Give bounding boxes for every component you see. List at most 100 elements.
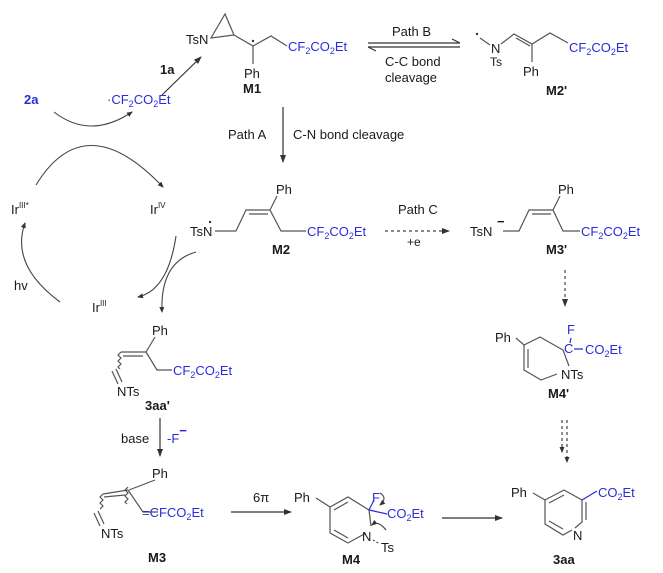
m2p-methyl-bond [479, 37, 491, 46]
m4-arrow-pushing-n [371, 519, 387, 531]
intermediate-m3: Ph NTs =CFCO2Et M3 [93, 466, 204, 565]
m3-ph: Ph [152, 466, 168, 481]
m3-nts: NTs [101, 526, 124, 541]
m4-double-bottom [333, 529, 349, 539]
3aap-cf2co2et: CF2CO2Et [173, 363, 233, 380]
path-b-equilibrium: Path B C-C bond cleavage [367, 24, 461, 85]
m2-ph-bond [269, 195, 278, 211]
m2p-ts: Ts [490, 55, 502, 69]
m4-substituent-bonds [368, 499, 388, 515]
reagent-1a: 1a [160, 62, 175, 77]
3aa-n: N [573, 528, 582, 543]
fluoride-loss: -F− [167, 423, 187, 446]
photocatalytic-cycle: 2a ·CF2CO2Et IrIII* IrIV IrIII hv [11, 92, 197, 315]
path-c-desc: +e [407, 235, 421, 249]
m4-ring-top [329, 496, 370, 511]
m4p-ring-bottom [523, 345, 558, 381]
m1-label: M1 [243, 81, 261, 96]
radical-dot [251, 39, 255, 43]
3aa-co2et: CO2Et [598, 485, 635, 502]
3aa-ring-top [532, 489, 583, 529]
m3p-chain [503, 209, 580, 232]
m2p-n: N [491, 41, 500, 56]
3aap-ph: Ph [152, 323, 168, 338]
m4-nts-bond [372, 539, 381, 545]
eq-arrow-forward [368, 38, 461, 44]
hv-label: hv [14, 278, 28, 293]
arrow-excited-to-iriv [35, 144, 164, 188]
3aap-nts: NTs [117, 384, 140, 399]
m2p-chain [500, 32, 569, 45]
m4p-ph: Ph [495, 330, 511, 345]
path-a-desc: C-N bond cleavage [293, 127, 404, 142]
arrow-2a-to-radical [53, 111, 133, 127]
m4-double-top [333, 501, 349, 511]
m4-c-n-bond [368, 509, 372, 527]
path-b-label: Path B [392, 24, 431, 39]
m4p-co2et: CO2Et [585, 342, 622, 359]
eq-arrow-back [367, 46, 460, 52]
ir-iv: IrIV [150, 201, 166, 217]
intermediate-m2-prime: N Ts Ph CF2CO2Et M2' [475, 32, 629, 98]
intermediate-m2: TsN Ph CF2CO2Et M2 [190, 182, 367, 257]
3aa-aromatic-bonds [548, 494, 587, 530]
m2-ph: Ph [276, 182, 292, 197]
cf2co2et-radical: ·CF2CO2Et [107, 92, 171, 109]
m4-ring-left [315, 497, 367, 544]
m4-ts: Ts [381, 540, 395, 555]
m3p-charge: − [497, 214, 505, 229]
intermediate-m1: TsN Ph CF2CO2Et M1 [186, 12, 348, 96]
m3p-ph: Ph [558, 182, 574, 197]
m3p-ph-bond [552, 195, 561, 211]
radical-dot [475, 32, 479, 36]
m4-n: N [362, 529, 371, 544]
m3-double [103, 494, 126, 498]
m3-imine [93, 510, 105, 527]
m3-chain [127, 489, 158, 513]
ir-iii: IrIII [92, 299, 107, 315]
m1-tsn: TsN [186, 32, 208, 47]
m2p-label: M2' [546, 83, 567, 98]
m4p-f: F [567, 322, 575, 337]
m3p-label: M3' [546, 242, 567, 257]
m4p-nts: NTs [561, 367, 584, 382]
3aa-ester-bond [581, 490, 598, 501]
m4p-c: C [564, 341, 573, 356]
m2p-cf2co2et: CF2CO2Et [569, 40, 629, 57]
radical-dot [208, 220, 212, 224]
aziridine-ring [209, 12, 235, 39]
3aap-wavy-bond [117, 351, 122, 370]
m3-cfco2et: =CFCO2Et [142, 505, 204, 522]
intermediate-m3-prime: TsN − Ph CF2CO2Et M3' [470, 182, 641, 257]
m3p-tsn: TsN [470, 224, 492, 239]
3aap-label: 3aa' [145, 398, 170, 413]
m2-label: M2 [272, 242, 290, 257]
path-c-label: Path C [398, 202, 438, 217]
m4-arrow-pushing-f [379, 492, 386, 506]
reagent-2a: 2a [24, 92, 39, 107]
base-label: base [121, 431, 149, 446]
arrow-m2-to-3aap [159, 251, 197, 313]
m4p-label: M4' [548, 386, 569, 401]
3aap-imine [111, 368, 123, 385]
arrow-hv [20, 222, 61, 303]
six-pi-label: 6π [253, 490, 269, 505]
m4-f: F [372, 490, 380, 505]
m4-co2et: CO2Et [387, 506, 424, 523]
arrow-iriv-to-iriii [137, 235, 177, 299]
m3-chain-wavy [99, 489, 129, 510]
m4-label: M4 [342, 552, 361, 567]
m1-ph: Ph [244, 66, 260, 81]
m1-cf2co2et: CF2CO2Et [288, 39, 348, 56]
m2p-double [515, 37, 531, 47]
path-b-desc-2: cleavage [385, 70, 437, 85]
product-3aa: Ph CO2Et N 3aa [511, 485, 635, 567]
m2-tsn: TsN [190, 224, 212, 239]
m2-chain [215, 209, 306, 232]
3aap-ph-bond [145, 336, 156, 353]
intermediate-3aa-prime: Ph NTs CF2CO2Et 3aa' [111, 323, 233, 413]
m2p-ph: Ph [523, 64, 539, 79]
arrow-1a [161, 56, 202, 96]
3aap-chain [121, 351, 172, 371]
